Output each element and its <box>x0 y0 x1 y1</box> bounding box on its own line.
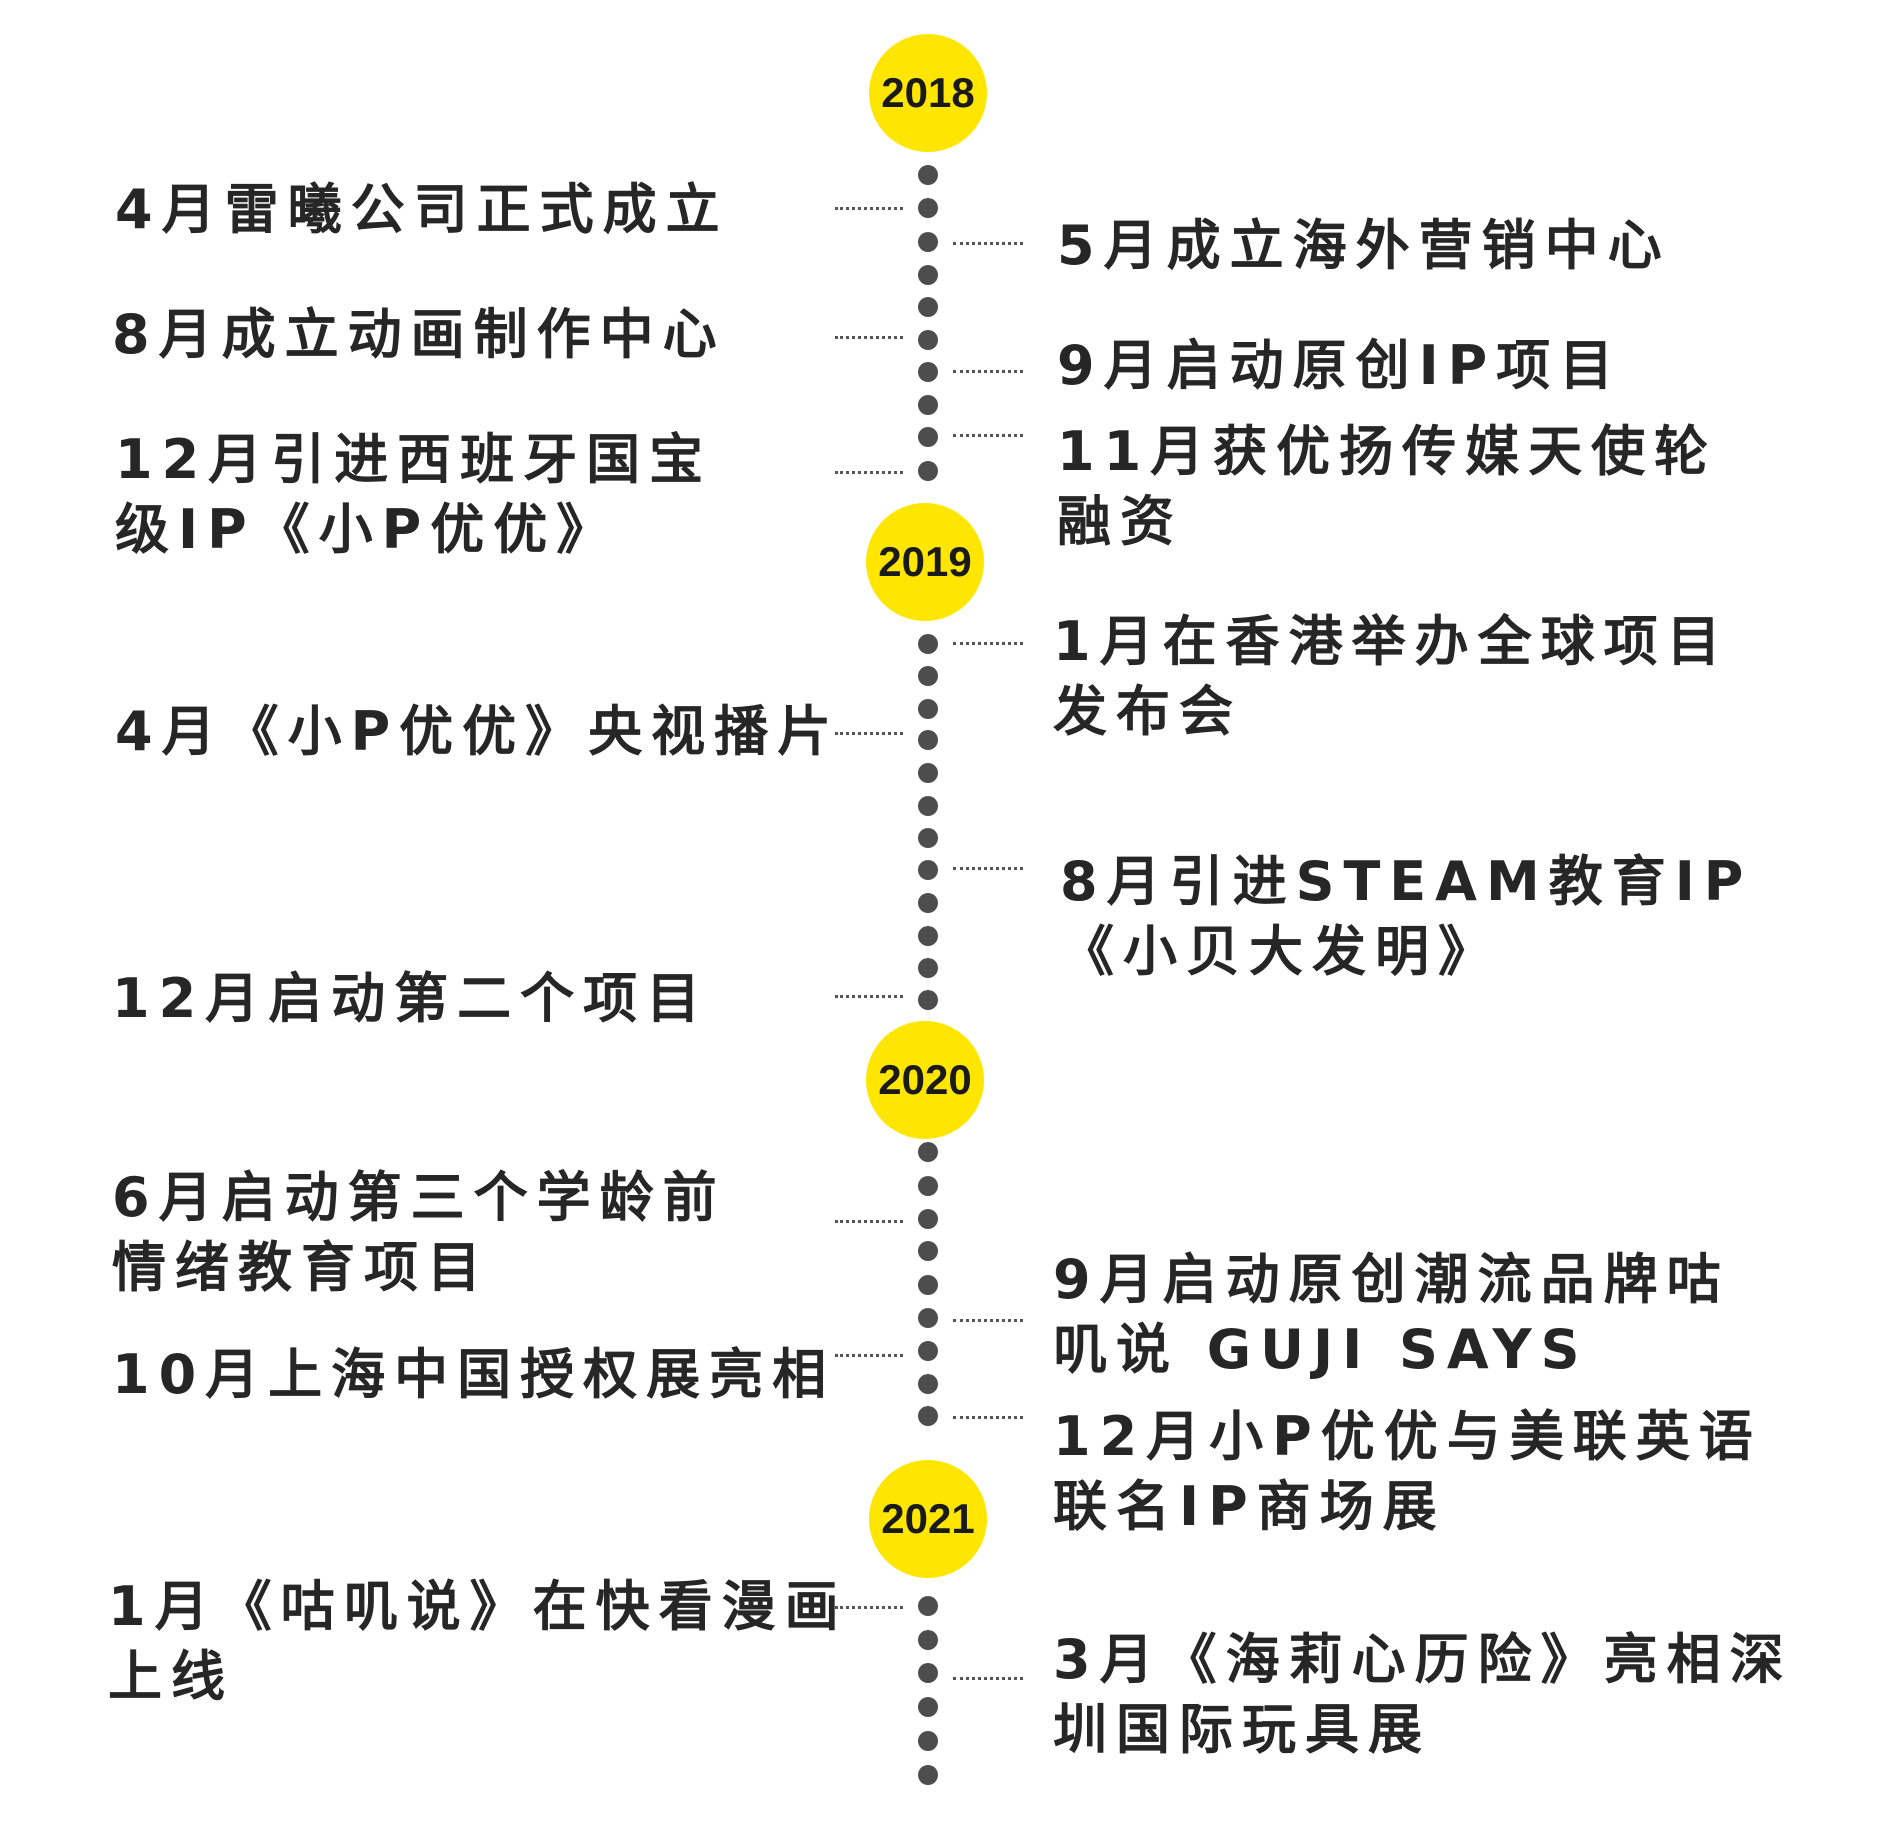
year-marker-2020: 2020 <box>866 1021 984 1139</box>
year-marker-2021: 2021 <box>869 1460 987 1578</box>
timeline-dot-8 <box>918 427 938 447</box>
event-text-line: 联名IP商场展 <box>1053 1475 1446 1538</box>
connector-left-6 <box>835 1354 903 1357</box>
timeline-dot-4 <box>918 297 938 317</box>
event-text-line: 《小贝大发明》 <box>1060 920 1501 983</box>
event-text-line: 圳国际玩具展 <box>1053 1698 1431 1761</box>
connector-left-3 <box>835 732 903 735</box>
connector-left-7 <box>835 1606 903 1609</box>
timeline-dot-14 <box>918 763 938 783</box>
year-marker-2019: 2019 <box>866 503 984 621</box>
event-left-0: 4月雷曦公司正式成立 <box>115 175 729 245</box>
timeline-dot-28 <box>918 1341 938 1361</box>
timeline-dot-34 <box>918 1697 938 1717</box>
event-text-line: 3月《海莉心历险》亮相深 <box>1053 1628 1793 1691</box>
timeline-dot-1 <box>918 198 938 218</box>
connector-right-0 <box>953 242 1023 245</box>
event-text-line: 9月启动原创IP项目 <box>1057 334 1623 397</box>
event-text-line: 4月《小P优优》央视播片 <box>115 700 841 763</box>
timeline-dot-19 <box>918 926 938 946</box>
event-text-line: 情绪教育项目 <box>112 1236 490 1299</box>
connector-left-2 <box>835 471 903 474</box>
event-text-line: 12月小P优优与美联英语 <box>1053 1405 1762 1468</box>
timeline-dot-35 <box>918 1731 938 1751</box>
timeline-dot-30 <box>918 1406 938 1426</box>
event-text-line: 1月在香港举办全球项目 <box>1053 610 1730 673</box>
event-text-line: 9月启动原创潮流品牌咕 <box>1053 1248 1730 1311</box>
event-right-0: 5月成立海外营销中心 <box>1057 211 1671 281</box>
timeline-dot-17 <box>918 860 938 880</box>
timeline-dot-20 <box>918 958 938 978</box>
event-text-line: 11月获优扬传媒天使轮 <box>1057 420 1718 483</box>
timeline-dot-3 <box>918 265 938 285</box>
event-left-1: 8月成立动画制作中心 <box>112 300 726 370</box>
timeline-dot-29 <box>918 1374 938 1394</box>
connector-left-5 <box>835 1220 903 1223</box>
timeline-dot-23 <box>918 1176 938 1196</box>
event-text-line: 6月启动第三个学龄前 <box>112 1166 726 1229</box>
timeline-dot-5 <box>918 330 938 350</box>
event-right-6: 12月小P优优与美联英语联名IP商场展 <box>1053 1402 1762 1542</box>
connector-left-4 <box>835 995 903 998</box>
event-text-line: 上线 <box>108 1645 234 1708</box>
event-left-6: 10月上海中国授权展亮相 <box>112 1340 835 1410</box>
event-right-7: 3月《海莉心历险》亮相深圳国际玩具展 <box>1053 1625 1793 1765</box>
event-right-3: 1月在香港举办全球项目发布会 <box>1053 607 1730 747</box>
timeline-dot-6 <box>918 362 938 382</box>
event-text-line: 1月《咕叽说》在快看漫画 <box>108 1575 848 1638</box>
event-text-line: 叽说 GUJI SAYS <box>1053 1318 1589 1381</box>
timeline-dot-36 <box>918 1765 938 1785</box>
event-text-line: 融资 <box>1057 490 1183 553</box>
timeline-dot-26 <box>918 1275 938 1295</box>
timeline-dot-18 <box>918 893 938 913</box>
event-text-line: 8月成立动画制作中心 <box>112 303 726 366</box>
event-left-7: 1月《咕叽说》在快看漫画上线 <box>108 1572 848 1712</box>
connector-left-0 <box>835 207 903 210</box>
connector-right-2 <box>953 434 1023 437</box>
event-text-line: 12月引进西班牙国宝 <box>115 428 713 491</box>
timeline-dot-11 <box>918 666 938 686</box>
timeline-dot-25 <box>918 1241 938 1261</box>
event-right-1: 9月启动原创IP项目 <box>1057 331 1622 401</box>
year-marker-2018: 2018 <box>869 34 987 152</box>
timeline-dot-15 <box>918 796 938 816</box>
event-right-4: 8月引进STEAM教育IP 《小贝大发明》 <box>1060 847 1752 987</box>
timeline-dot-10 <box>918 634 938 654</box>
timeline-dot-31 <box>918 1596 938 1616</box>
timeline-dot-22 <box>918 1142 938 1162</box>
event-right-2: 11月获优扬传媒天使轮融资 <box>1057 417 1717 557</box>
timeline-dot-27 <box>918 1308 938 1328</box>
event-left-2: 12月引进西班牙国宝级IP《小P优优》 <box>115 425 712 565</box>
connector-right-5 <box>953 1319 1023 1322</box>
event-text-line: 5月成立海外营销中心 <box>1057 214 1671 277</box>
timeline-dot-13 <box>918 730 938 750</box>
connector-left-1 <box>835 336 903 339</box>
timeline-dot-9 <box>918 461 938 481</box>
connector-right-1 <box>953 370 1023 373</box>
event-text-line: 12月启动第二个项目 <box>112 967 710 1030</box>
connector-right-7 <box>953 1677 1023 1680</box>
connector-right-4 <box>953 867 1023 870</box>
connector-right-3 <box>953 642 1023 645</box>
event-right-5: 9月启动原创潮流品牌咕叽说 GUJI SAYS <box>1053 1245 1730 1385</box>
timeline-dot-12 <box>918 699 938 719</box>
timeline-dot-2 <box>918 232 938 252</box>
event-text-line: 级IP《小P优优》 <box>115 498 620 561</box>
event-text-line: 发布会 <box>1053 680 1242 743</box>
event-text-line: 10月上海中国授权展亮相 <box>112 1343 836 1406</box>
timeline-dot-33 <box>918 1663 938 1683</box>
timeline-dot-16 <box>918 828 938 848</box>
timeline-dot-7 <box>918 395 938 415</box>
timeline-dot-24 <box>918 1209 938 1229</box>
event-text-line: 8月引进STEAM教育IP <box>1060 850 1753 913</box>
event-left-4: 12月启动第二个项目 <box>112 964 709 1034</box>
timeline-dot-0 <box>918 165 938 185</box>
event-left-3: 4月《小P优优》央视播片 <box>115 697 840 767</box>
timeline-dot-32 <box>918 1630 938 1650</box>
event-text-line: 4月雷曦公司正式成立 <box>115 178 729 241</box>
timeline-dot-21 <box>918 990 938 1010</box>
event-left-5: 6月启动第三个学龄前情绪教育项目 <box>112 1163 726 1303</box>
connector-right-6 <box>953 1416 1023 1419</box>
